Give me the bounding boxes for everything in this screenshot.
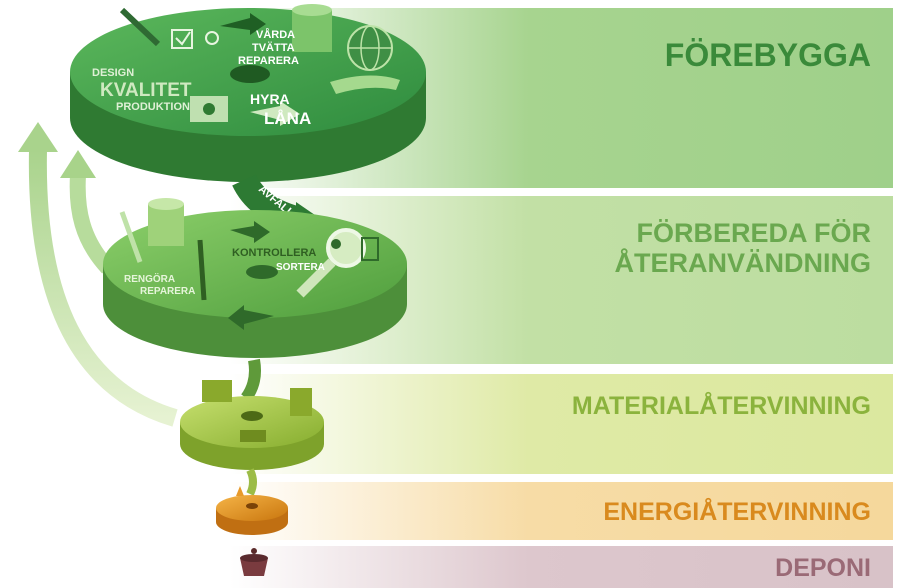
flow-arrow — [230, 221, 270, 243]
label-sortera: SORTERA — [276, 262, 325, 273]
level-label-material: MATERIALÅTERVINNING — [572, 392, 871, 420]
level-label-forbereda-line1: FÖRBEREDA FÖR — [636, 218, 872, 248]
connector-arrow — [241, 358, 261, 402]
level-label-energi-text: ENERGIÅTERVINNING — [603, 498, 871, 526]
label-lana: LÅNA — [264, 109, 311, 128]
disc-forebygga-icons — [119, 4, 400, 126]
level-band-energi: ENERGIÅTERVINNING — [230, 482, 893, 540]
disc-hole — [230, 65, 270, 83]
magnifier-icon — [296, 228, 366, 298]
disc-hole — [246, 265, 278, 279]
recycling-machine-icon — [202, 380, 312, 442]
label-hyra: HYRA — [250, 91, 290, 107]
label-varda: VÅRDA — [256, 28, 295, 41]
label-reparera-mid: REPARERA — [140, 286, 195, 297]
level-label-material-text: MATERIALÅTERVINNING — [571, 392, 871, 420]
level-label-forbereda: FÖRBEREDA FÖR ÅTERANVÄNDNING — [615, 218, 872, 278]
connector-arrow — [246, 468, 257, 496]
factory-icon — [190, 96, 228, 122]
pen-icon — [119, 7, 161, 47]
return-arrow-outer — [18, 122, 178, 427]
level-label-deponi-text: DEPONI — [775, 554, 871, 582]
label-kvalitet: KVALITET — [100, 80, 192, 101]
level-band-deponi: DEPONI — [230, 546, 893, 588]
disc-hole — [241, 411, 263, 421]
level-label-forbereda-line2: ÅTERANVÄNDNING — [614, 248, 872, 279]
label-rengora: RENGÖRA — [124, 272, 175, 285]
checkbox-icon — [171, 29, 193, 49]
hand-icon — [330, 75, 400, 94]
flow-arrow — [228, 305, 274, 330]
label-design: DESIGN — [92, 67, 134, 79]
level-label-deponi: DEPONI — [775, 554, 871, 582]
label-reparera-top: REPARERA — [238, 55, 299, 67]
disc-energi — [216, 495, 288, 535]
label-tvatta: TVÄTTA — [252, 41, 295, 54]
screwdriver-icon — [197, 239, 207, 301]
flow-arrow — [250, 101, 300, 126]
globe-icon — [347, 25, 393, 71]
level-band-material: MATERIALÅTERVINNING — [230, 374, 893, 474]
level-label-forebygga-text: FÖREBYGGA — [664, 37, 871, 73]
chair-icon — [361, 237, 379, 261]
paint-brush-icon — [119, 211, 143, 263]
fire-icon — [236, 486, 244, 496]
lamp-icon — [331, 239, 341, 249]
level-label-energi: ENERGIÅTERVINNING — [603, 498, 871, 526]
disc-forbereda-icons — [119, 198, 379, 330]
lightbulb-icon — [205, 31, 219, 45]
paint-can-icon — [148, 198, 184, 246]
paint-can-icon — [292, 4, 332, 52]
disc-forbereda — [103, 210, 407, 358]
flow-arrow — [220, 13, 266, 35]
return-arrow-inner — [60, 150, 114, 274]
level-label-forebygga: FÖREBYGGA — [664, 37, 871, 74]
label-kontrollera: KONTROLLERA — [232, 247, 316, 259]
label-produktion: PRODUKTION — [116, 101, 190, 113]
disc-hole — [246, 503, 258, 509]
pot-icon — [240, 548, 268, 576]
